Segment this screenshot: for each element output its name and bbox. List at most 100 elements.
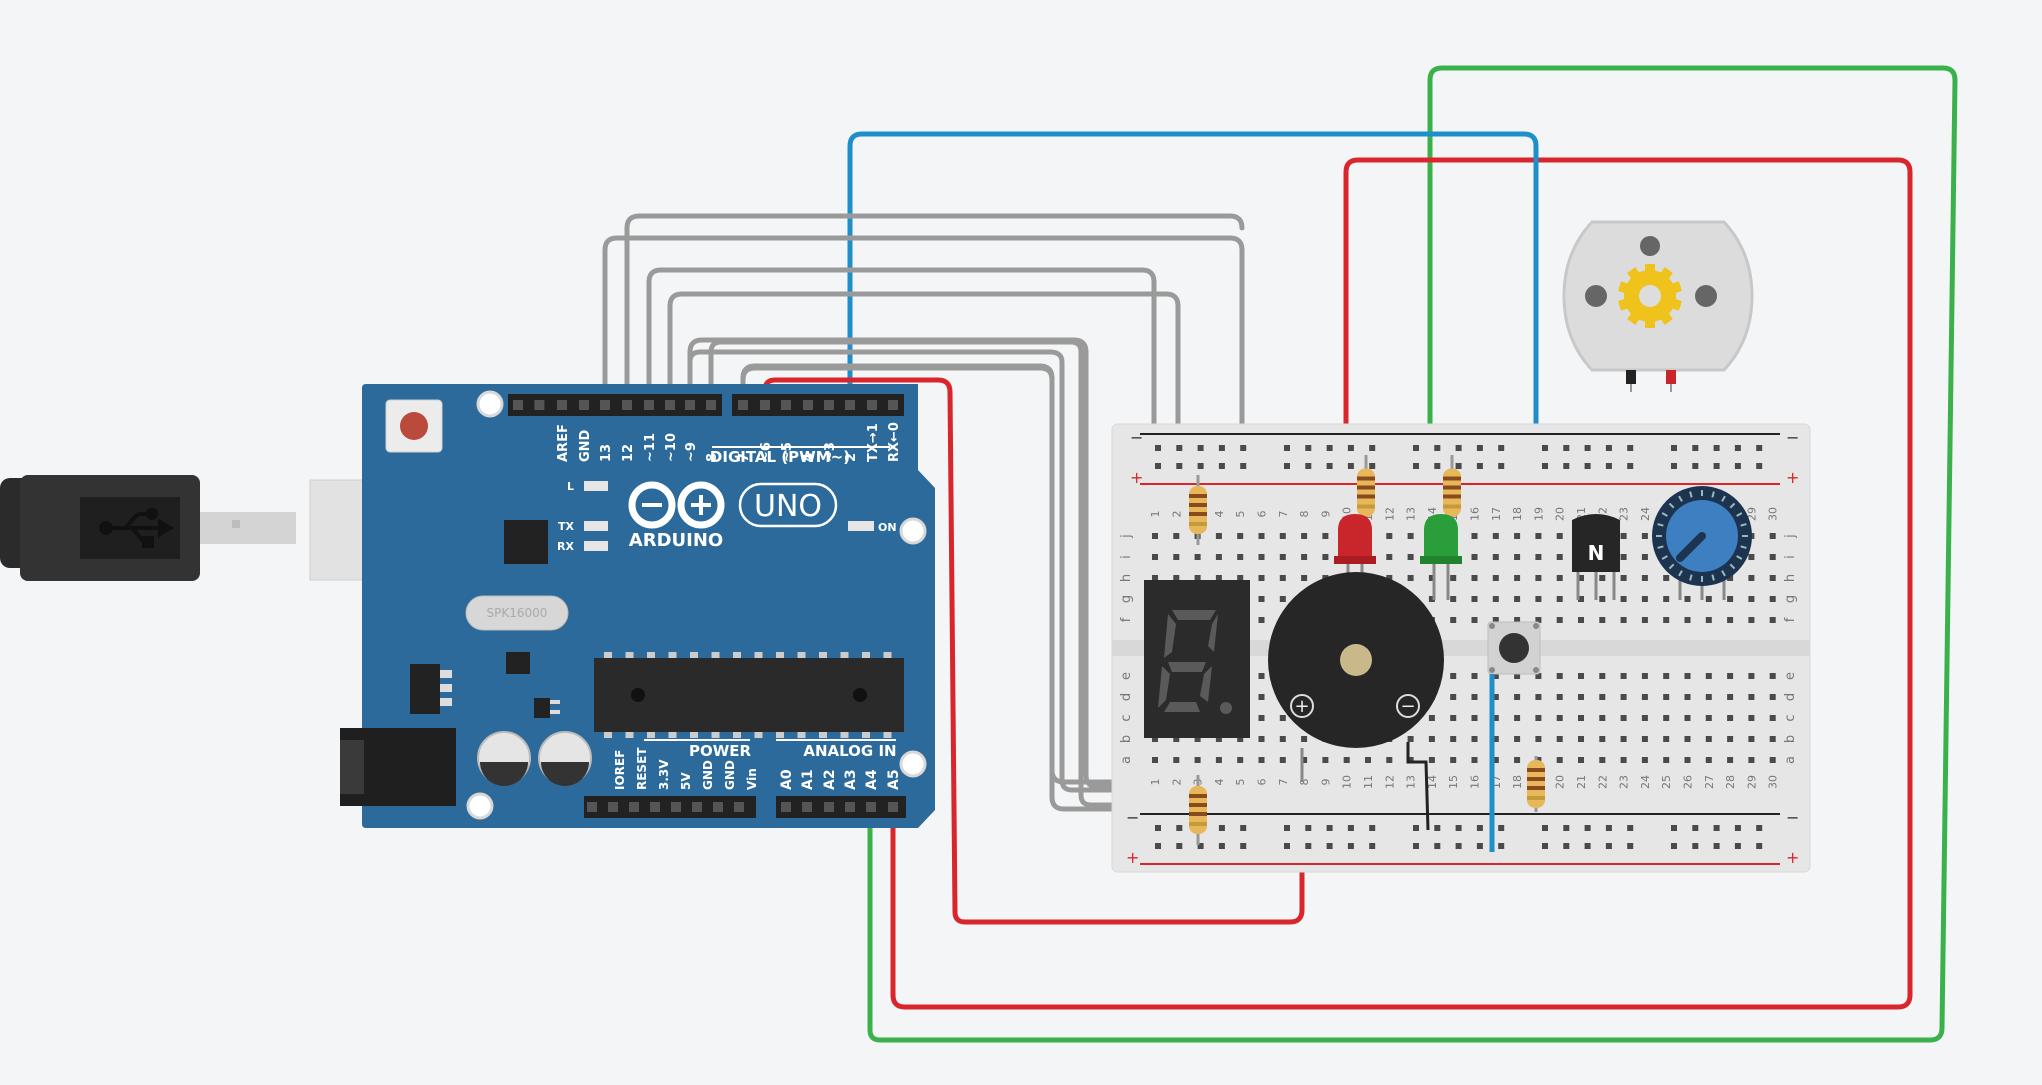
breadboard-hole[interactable]	[1748, 617, 1755, 623]
rail-hole[interactable]	[1413, 843, 1419, 849]
breadboard-hole[interactable]	[1450, 617, 1457, 623]
breadboard-hole[interactable]	[1514, 673, 1521, 679]
breadboard-hole[interactable]	[1279, 554, 1286, 560]
breadboard-hole[interactable]	[1514, 617, 1521, 623]
breadboard-hole[interactable]	[1152, 575, 1158, 581]
breadboard-hole[interactable]	[1492, 596, 1499, 602]
breadboard-hole[interactable]	[1599, 736, 1606, 742]
breadboard-hole[interactable]	[1514, 715, 1521, 721]
breadboard-hole[interactable]	[1471, 554, 1478, 560]
rail-hole[interactable]	[1734, 463, 1741, 469]
rail-hole[interactable]	[1326, 825, 1333, 831]
rail-hole[interactable]	[1240, 445, 1247, 451]
breadboard-hole[interactable]	[1663, 715, 1670, 721]
breadboard-hole[interactable]	[1152, 554, 1158, 560]
rail-hole[interactable]	[1584, 445, 1591, 451]
rail-hole[interactable]	[1369, 463, 1376, 469]
breadboard-hole[interactable]	[1428, 757, 1435, 763]
breadboard-hole[interactable]	[1641, 617, 1648, 623]
breadboard-hole[interactable]	[1301, 736, 1308, 742]
rail-hole[interactable]	[1176, 463, 1183, 469]
rail-hole[interactable]	[1284, 445, 1290, 451]
pin-hole[interactable]	[802, 802, 812, 812]
breadboard-hole[interactable]	[1599, 617, 1606, 623]
rail-hole[interactable]	[1455, 843, 1462, 849]
breadboard-hole[interactable]	[1322, 533, 1329, 539]
breadboard-hole[interactable]	[1152, 757, 1158, 763]
breadboard-hole[interactable]	[1471, 596, 1478, 602]
breadboard-hole[interactable]	[1471, 617, 1478, 623]
rail-hole[interactable]	[1218, 445, 1225, 451]
rail-hole[interactable]	[1734, 825, 1741, 831]
rail-hole[interactable]	[1498, 463, 1505, 469]
rail-hole[interactable]	[1434, 463, 1441, 469]
rail-hole[interactable]	[1692, 825, 1699, 831]
breadboard-hole[interactable]	[1173, 554, 1180, 560]
rail-hole[interactable]	[1455, 825, 1462, 831]
breadboard-hole[interactable]	[1705, 673, 1712, 679]
breadboard-hole[interactable]	[1407, 575, 1414, 581]
seven-segment-display[interactable]	[1144, 580, 1250, 738]
breadboard-hole[interactable]	[1492, 715, 1499, 721]
breadboard-hole[interactable]	[1258, 736, 1265, 742]
rail-hole[interactable]	[1155, 463, 1161, 469]
breadboard-hole[interactable]	[1386, 757, 1393, 763]
breadboard-hole[interactable]	[1641, 533, 1648, 539]
breadboard-hole[interactable]	[1556, 757, 1563, 763]
breadboard-hole[interactable]	[1684, 617, 1691, 623]
rail-hole[interactable]	[1671, 445, 1677, 451]
breadboard-hole[interactable]	[1237, 736, 1244, 742]
breadboard-hole[interactable]	[1748, 757, 1755, 763]
rail-hole[interactable]	[1713, 843, 1720, 849]
rail-hole[interactable]	[1584, 825, 1591, 831]
rail-hole[interactable]	[1455, 445, 1462, 451]
pin-hole[interactable]	[760, 400, 770, 410]
resistor-display-bottom[interactable]	[1189, 775, 1207, 845]
rail-hole[interactable]	[1542, 445, 1548, 451]
breadboard-hole[interactable]	[1258, 757, 1265, 763]
breadboard-hole[interactable]	[1748, 673, 1755, 679]
wire-gray-pin13[interactable]	[602, 235, 1245, 593]
breadboard-hole[interactable]	[1727, 757, 1734, 763]
breadboard-hole[interactable]	[1279, 736, 1286, 742]
wire-gray-pin12b[interactable]	[624, 213, 1245, 408]
rail-hole[interactable]	[1176, 843, 1183, 849]
breadboard-hole[interactable]	[1514, 596, 1521, 602]
breadboard-hole[interactable]	[1215, 757, 1222, 763]
rail-hole[interactable]	[1605, 825, 1612, 831]
breadboard-hole[interactable]	[1620, 596, 1627, 602]
wire-gray-pin11[interactable]	[646, 267, 1157, 593]
breadboard-hole[interactable]	[1769, 617, 1776, 623]
breadboard-hole[interactable]	[1173, 575, 1180, 581]
pin-hole[interactable]	[513, 400, 523, 410]
breadboard-hole[interactable]	[1663, 736, 1670, 742]
breadboard-hole[interactable]	[1450, 596, 1457, 602]
breadboard-hole[interactable]	[1471, 736, 1478, 742]
breadboard-hole[interactable]	[1514, 533, 1521, 539]
pin-hole[interactable]	[587, 802, 597, 812]
rail-hole[interactable]	[1218, 463, 1225, 469]
reset-button[interactable]	[385, 399, 443, 453]
breadboard-hole[interactable]	[1684, 757, 1691, 763]
pin-hole[interactable]	[579, 400, 589, 410]
breadboard-hole[interactable]	[1258, 673, 1265, 679]
breadboard-hole[interactable]	[1705, 694, 1712, 700]
rail-hole[interactable]	[1176, 445, 1183, 451]
breadboard-hole[interactable]	[1258, 694, 1265, 700]
rail-hole[interactable]	[1627, 843, 1634, 849]
breadboard-hole[interactable]	[1727, 673, 1734, 679]
breadboard-hole[interactable]	[1556, 736, 1563, 742]
rail-hole[interactable]	[1542, 843, 1548, 849]
breadboard-hole[interactable]	[1705, 617, 1712, 623]
rail-hole[interactable]	[1756, 445, 1763, 451]
rail-hole[interactable]	[1584, 463, 1591, 469]
breadboard-hole[interactable]	[1769, 757, 1776, 763]
breadboard-hole[interactable]	[1578, 757, 1584, 763]
breadboard-hole[interactable]	[1599, 694, 1606, 700]
breadboard-hole[interactable]	[1556, 596, 1563, 602]
rail-hole[interactable]	[1326, 843, 1333, 849]
piezo-buzzer[interactable]: + −	[1268, 572, 1444, 831]
breadboard-hole[interactable]	[1194, 575, 1201, 581]
breadboard-hole[interactable]	[1748, 575, 1755, 581]
